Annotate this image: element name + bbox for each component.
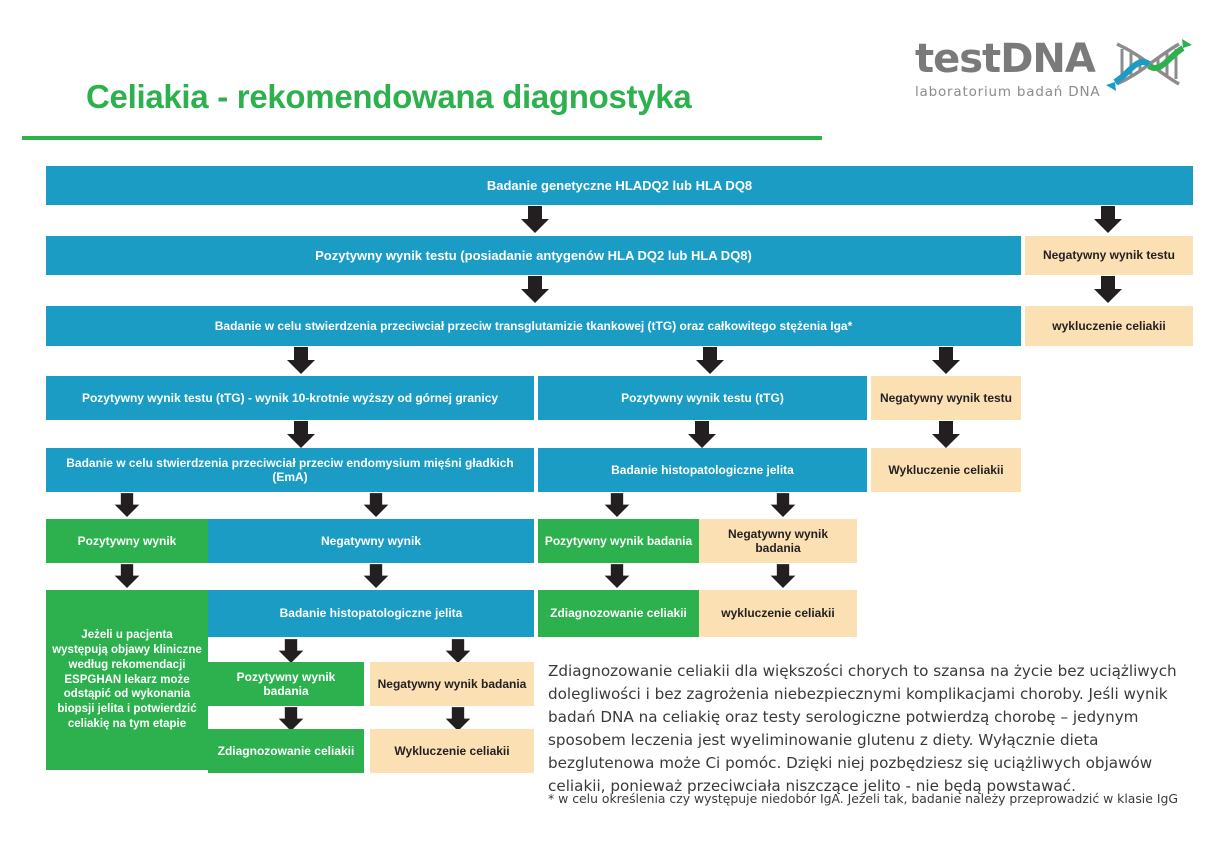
arrow-down-icon	[768, 564, 798, 589]
arrow-down-icon	[602, 564, 632, 589]
node-diagnosis-celiac-2: Zdiagnozowanie celiakii	[208, 729, 364, 773]
node-exclusion-celiac-4: Wykluczenie celiakii	[370, 729, 534, 773]
node-ema-test: Badanie w celu stwierdzenia przeciwciał …	[46, 448, 534, 492]
arrow-down-icon	[518, 276, 552, 304]
node-diagnosis-celiac-1: Zdiagnozowanie celiakii	[538, 590, 699, 637]
arrow-down-icon	[284, 421, 318, 449]
node-ttg-positive-10x: Pozytywny wynik testu (tTG) - wynik 10-k…	[46, 376, 534, 420]
node-positive-hla: Pozytywny wynik testu (posiadanie antyge…	[46, 236, 1021, 275]
arrow-down-icon	[929, 421, 963, 449]
node-ttg-negative: Negatywny wynik testu	[871, 376, 1021, 420]
logo-wordmark: testDNA	[915, 38, 1195, 80]
logo-tagline: laboratorium badań DNA	[915, 84, 1101, 100]
node-ttg-positive: Pozytywny wynik testu (tTG)	[538, 376, 867, 420]
arrow-down-icon	[685, 421, 719, 449]
arrow-down-icon	[1091, 206, 1125, 234]
arrow-down-icon	[276, 707, 306, 732]
arrow-down-icon	[602, 493, 632, 518]
footnote-iga: * w celu określenia czy występuje niedob…	[548, 791, 1178, 806]
arrow-down-icon	[1091, 276, 1125, 304]
arrow-down-icon	[518, 206, 552, 234]
arrow-down-icon	[112, 564, 142, 589]
dna-helix-icon	[1103, 36, 1195, 99]
arrow-down-icon	[443, 639, 473, 664]
arrow-down-icon	[443, 707, 473, 732]
node-ema-positive: Pozytywny wynik	[46, 519, 208, 563]
logo-word-test: test	[915, 36, 1001, 82]
node-exclusion-celiac-1: wykluczenie celiakii	[1025, 306, 1193, 346]
testdna-logo: testDNA laboratorium badań DNA	[915, 38, 1195, 110]
logo-word-dna: DNA	[1000, 36, 1096, 82]
arrow-down-icon	[768, 493, 798, 518]
node-ema-negative: Negatywny wynik	[208, 519, 534, 563]
node-histo-positive-1: Pozytywny wynik badania	[538, 519, 699, 563]
node-histo-negative-2: Negatywny wynik badania	[370, 662, 534, 706]
arrow-down-icon	[284, 347, 318, 375]
node-negative-hla: Negatywny wynik testu	[1025, 236, 1193, 275]
node-genetic-test: Badanie genetyczne HLADQ2 lub HLA DQ8	[46, 166, 1193, 205]
arrow-down-icon	[276, 639, 306, 664]
node-espghan-note: Jeżeli u pacjenta występują objawy klini…	[46, 590, 208, 770]
node-histo-negative-1: Negatywny wynik badania	[699, 519, 857, 563]
arrow-down-icon	[929, 347, 963, 375]
title-underline-rule	[22, 136, 822, 140]
arrow-down-icon	[361, 564, 391, 589]
node-ttg-iga-test: Badanie w celu stwierdzenia przeciwciał …	[46, 306, 1021, 346]
node-exclusion-celiac-3: wykluczenie celiakii	[699, 590, 857, 637]
node-histopathology-2: Badanie histopatologiczne jelita	[208, 590, 534, 637]
arrow-down-icon	[693, 347, 727, 375]
page-title: Celiakia - rekomendowana diagnostyka	[86, 78, 692, 115]
node-histo-positive-2: Pozytywny wynik badania	[208, 662, 364, 706]
page-header: Celiakia - rekomendowana diagnostyka tes…	[0, 0, 1230, 150]
node-exclusion-celiac-2: Wykluczenie celiakii	[871, 448, 1021, 492]
arrow-down-icon	[112, 493, 142, 518]
node-histopathology-1: Badanie histopatologiczne jelita	[538, 448, 867, 492]
summary-paragraph: Zdiagnozowanie celiakii dla większości c…	[548, 662, 1177, 795]
arrow-down-icon	[361, 493, 391, 518]
